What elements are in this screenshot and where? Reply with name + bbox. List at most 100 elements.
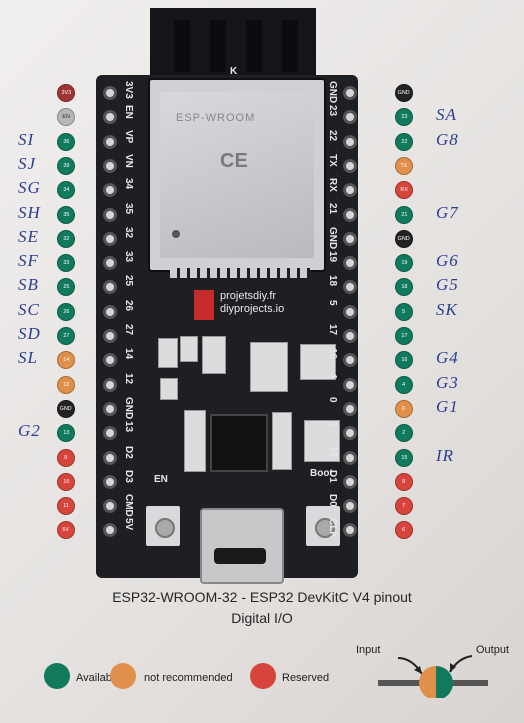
silk-pin-label: 17 [327, 324, 338, 335]
pin-badge-label: 14 [63, 358, 69, 363]
header-pin [103, 402, 117, 416]
silk-pin-label: 35 [123, 203, 134, 214]
silk-pin-label: 15 [327, 446, 338, 457]
handwritten-note: SH [18, 203, 41, 223]
smd-component [180, 336, 198, 362]
pin-badge: 5 [395, 303, 413, 321]
legend-available-dot [44, 663, 70, 689]
silk-pin-label: RX [327, 178, 338, 192]
io-legend-graphic [370, 648, 500, 698]
pin-badge-label: 27 [63, 333, 69, 338]
silk-pin-label: TX [327, 154, 338, 167]
header-pin [103, 208, 117, 222]
handwritten-note: G1 [436, 397, 459, 417]
antenna-trace [174, 20, 190, 72]
smd-component [184, 410, 206, 472]
silk-pin-label: 22 [327, 130, 338, 141]
pin-badge-label: 22 [401, 139, 407, 144]
pin-badge-label: 0 [402, 406, 405, 411]
header-pin [103, 232, 117, 246]
module-brand: ESP-WROOM [176, 112, 255, 124]
micro-usb-port[interactable] [200, 508, 284, 584]
pin-badge-label: 11 [63, 503, 69, 508]
pin-badge: 3V3 [57, 84, 75, 102]
silk-pin-label: 27 [123, 324, 134, 335]
input-half-icon [419, 666, 436, 698]
pin-badge-label: 10 [63, 479, 69, 484]
handwritten-note: G6 [436, 251, 459, 271]
en-button[interactable] [146, 506, 180, 546]
header-pin [103, 256, 117, 270]
pin-badge-label: TX [401, 163, 408, 168]
silk-pin-label: VP [123, 130, 134, 143]
header-pin [343, 256, 357, 270]
silk-pin-label: CLK [327, 518, 338, 539]
silk-pin-label: 2 [327, 421, 338, 427]
header-pin [103, 378, 117, 392]
pin-badge: 10 [57, 473, 75, 491]
pin-badge: 7 [395, 497, 413, 515]
silk-pin-label: D3 [123, 470, 134, 483]
header-pin [103, 499, 117, 513]
pin-badge: 12 [57, 376, 75, 394]
silk-pin-label: 5V [123, 518, 134, 530]
handwritten-note: SI [18, 130, 34, 150]
silk-pin-label: EN [123, 105, 134, 119]
ce-mark: CE [220, 150, 248, 173]
pin-badge-label: 9 [64, 455, 67, 460]
legend-not-recommended-label: not recommended [144, 672, 233, 684]
header-pin [103, 135, 117, 149]
pin-badge: 36 [57, 133, 75, 151]
pin-badge-label: 19 [401, 260, 407, 265]
smd-component [160, 378, 178, 400]
pin-badge: 17 [395, 327, 413, 345]
pin-badge-label: 13 [63, 430, 69, 435]
handwritten-note: G4 [436, 348, 459, 368]
pin-badge-label: GND [60, 406, 72, 411]
en-button-label: EN [154, 474, 168, 485]
silk-pin-label: 32 [123, 227, 134, 238]
pin-badge: TX [395, 157, 413, 175]
silk-pin-label: CMD [123, 494, 134, 517]
pin-badge-label: 21 [401, 212, 407, 217]
header-pin [343, 305, 357, 319]
header-pin [103, 451, 117, 465]
antenna-trace [246, 20, 262, 72]
pin-badge-label: RX [400, 187, 408, 192]
usb-uart-chip [210, 414, 268, 472]
silk-pin-label: 26 [123, 300, 134, 311]
silk-pin-label: 0 [327, 397, 338, 403]
pin-badge: 21 [395, 206, 413, 224]
handwritten-note: G2 [18, 421, 41, 441]
pin-badge-label: 16 [401, 358, 407, 363]
handwritten-note: SF [18, 251, 39, 271]
handwritten-note: G5 [436, 275, 459, 295]
silk-pin-label: 3V3 [123, 81, 134, 99]
handwritten-note: SK [436, 300, 458, 320]
silk-pin-label: 13 [123, 421, 134, 432]
header-pin [343, 208, 357, 222]
handwritten-note: SG [18, 178, 41, 198]
pin-badge-label: 35 [63, 212, 69, 217]
pin-badge: 8 [395, 473, 413, 491]
silk-pin-label: D1 [327, 470, 338, 483]
pin-badge-label: 39 [63, 163, 69, 168]
logo-icon [194, 290, 214, 320]
silk-pin-label: 25 [123, 275, 134, 286]
pin-badge: 9 [57, 449, 75, 467]
silk-pin-label: 18 [327, 275, 338, 286]
logo-text: projetsdiy.fr diyprojects.io [220, 290, 284, 316]
pin-badge-label: 25 [63, 285, 69, 290]
smd-component [272, 412, 292, 470]
pin-badge: 19 [395, 254, 413, 272]
smd-component [158, 338, 178, 368]
usb-slot [214, 548, 266, 564]
handwritten-note: SJ [18, 154, 36, 174]
wroom-module: ESP-WROOM CE [148, 78, 326, 272]
pin-badge-label: 12 [63, 382, 69, 387]
silk-pin-label: 19 [327, 251, 338, 262]
pin-badge: 35 [57, 206, 75, 224]
legend-not-recommended-dot [110, 663, 136, 689]
silk-pin-label: 23 [327, 105, 338, 116]
module-pin1-dot [172, 230, 180, 238]
